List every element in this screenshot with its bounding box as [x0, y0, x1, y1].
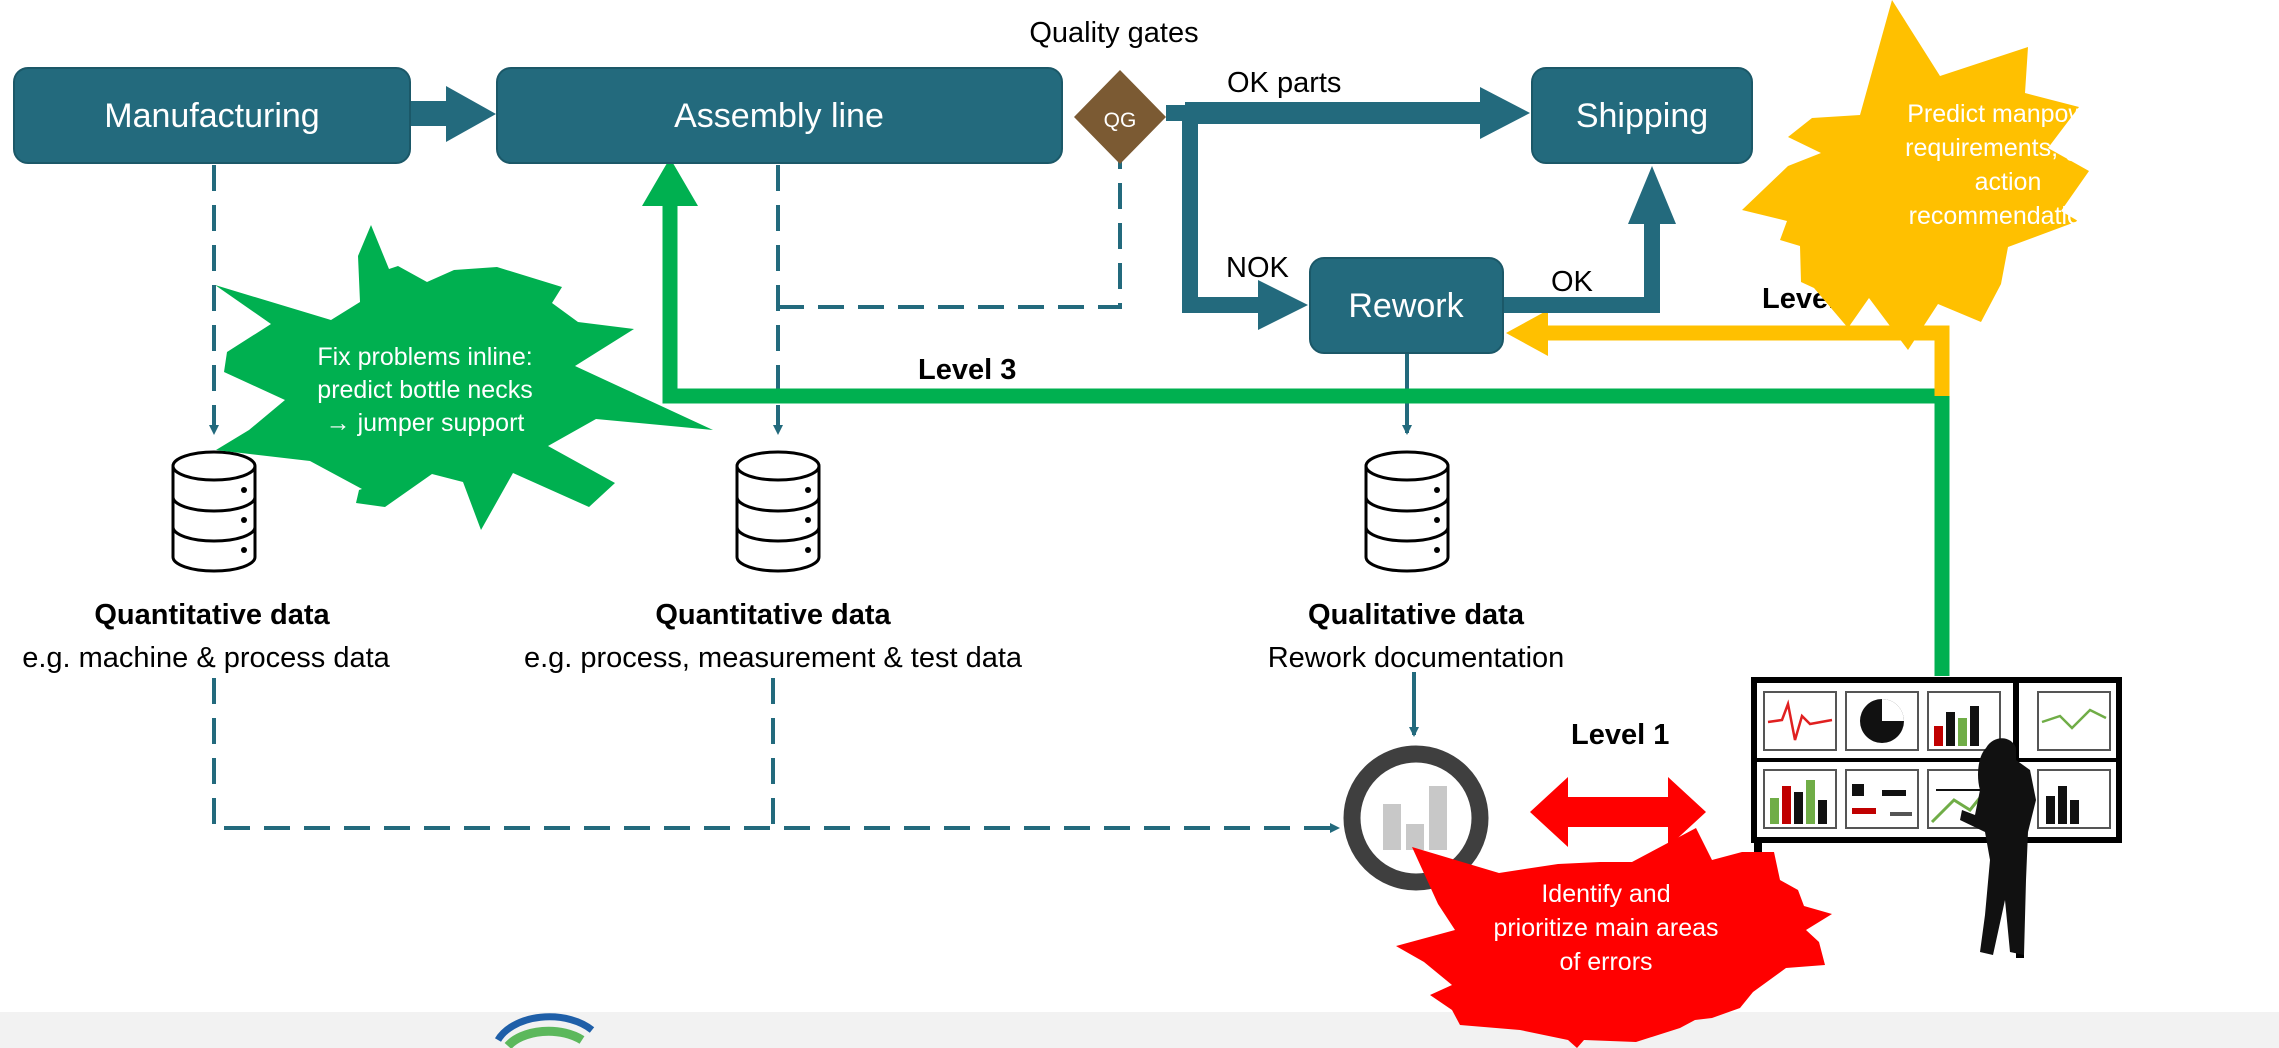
logo-icon [494, 1013, 595, 1048]
manufacturing-label: Manufacturing [104, 97, 319, 135]
database-icon [735, 450, 821, 573]
shipping-label: Shipping [1576, 97, 1708, 135]
datastore-title: Quantitative data [94, 599, 330, 631]
footer-bar [0, 1012, 2279, 1048]
level1-double-arrow [1530, 777, 1706, 847]
green-burst-line: → jumper support [326, 409, 525, 437]
datastore-subtitle: e.g. process, measurement & test data [524, 642, 1023, 674]
red-burst-line: prioritize main areas [1493, 914, 1718, 942]
main-flow-arrows [410, 86, 1676, 330]
yellow-burst-line: recommendations [1909, 202, 2108, 230]
red-burst-line: Identify and [1541, 880, 1670, 908]
red-burst-line: of errors [1559, 948, 1652, 976]
ok-label: OK [1551, 266, 1594, 298]
database-icon [171, 450, 257, 573]
level3-feedback-line [642, 158, 1950, 676]
ok-parts-label: OK parts [1227, 67, 1341, 99]
yellow-burst-line: action [1975, 168, 2042, 196]
shipping-box: Shipping [1531, 67, 1753, 164]
green-starburst: Fix problems inline: predict bottle neck… [215, 225, 713, 530]
dashboard-presenter-icon [1751, 677, 2122, 958]
rework-label: Rework [1348, 287, 1464, 325]
assembly-line-box: Assembly line [496, 67, 1063, 164]
assembly-line-label: Assembly line [674, 97, 884, 135]
qg-label: QG [1104, 109, 1137, 132]
nok-label: NOK [1226, 252, 1290, 284]
green-burst-line: predict bottle necks [317, 376, 532, 404]
rework-box: Rework [1309, 257, 1504, 354]
database-icon [1364, 450, 1450, 573]
quality-gate-diamond: QG [1074, 70, 1166, 164]
yellow-burst-line: Predict manpower [1907, 100, 2108, 128]
red-starburst: Identify and prioritize main areas of er… [1396, 828, 1832, 1048]
manufacturing-box: Manufacturing [13, 67, 411, 164]
yellow-burst-line: requirements; give [1905, 134, 2111, 162]
level1-label: Level 1 [1571, 719, 1669, 751]
level3-label: Level 3 [918, 354, 1016, 386]
datastore-title: Qualitative data [1308, 599, 1525, 631]
green-burst-line: Fix problems inline: [317, 343, 532, 371]
quality-gates-label: Quality gates [1029, 17, 1198, 49]
yellow-starburst: Predict manpower requirements; give acti… [1742, 0, 2111, 350]
datastore-subtitle: e.g. machine & process data [22, 642, 390, 674]
datastore-subtitle: Rework documentation [1268, 642, 1565, 674]
level2-feedback-line [1506, 310, 1950, 396]
datastore-title: Quantitative data [655, 599, 891, 631]
